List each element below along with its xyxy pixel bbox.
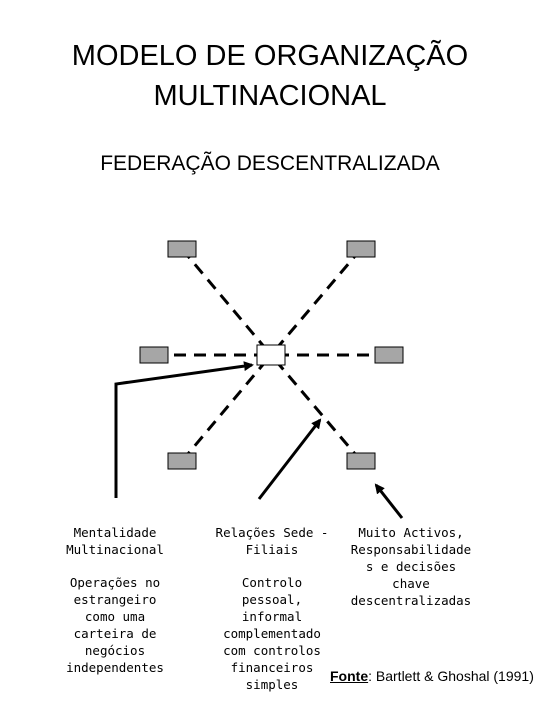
headquarters-node — [256, 344, 286, 366]
annotation-arrows — [114, 361, 404, 519]
spoke-bottom-left — [180, 354, 273, 462]
page-title: MODELO DE ORGANIZAÇÃO MULTINACIONAL — [71, 40, 469, 112]
subsidiary-node-top-left — [167, 240, 197, 258]
source-label: Fonte — [330, 668, 369, 684]
note-decentralized-decisions: Muito Activos, Responsabilidade s e deci… — [350, 525, 472, 608]
note-multinational-mindset: Mentalidade Multinacional — [66, 525, 164, 557]
spoke-bottom-right — [269, 354, 363, 462]
diagram-subtitle: FEDERAÇÃO DESCENTRALIZADA — [100, 152, 440, 175]
subsidiary-nodes — [139, 240, 404, 470]
note-hq-subsidiary-relations: Relações Sede - Filiais — [215, 525, 329, 557]
note-foreign-operations: Operações no estrangeiro como uma cartei… — [66, 575, 164, 675]
subsidiary-node-right — [374, 346, 404, 364]
arrow-right-note — [374, 483, 404, 519]
arrow-left-note — [114, 361, 254, 498]
spoke-top-right — [269, 248, 363, 356]
subsidiary-node-left — [139, 346, 169, 364]
source-citation: Fonte: Bartlett & Ghoshal (1991) — [330, 668, 534, 684]
spoke-top-left — [180, 248, 273, 356]
note-personal-control: Controlo pessoal, informal complementado… — [223, 575, 321, 692]
source-text: : Bartlett & Ghoshal (1991) — [368, 668, 534, 684]
subsidiary-node-top-right — [346, 240, 376, 258]
arrow-middle-note — [257, 418, 322, 500]
subsidiary-node-bottom-left — [167, 452, 197, 470]
subsidiary-node-bottom-right — [346, 452, 376, 470]
dashed-spokes — [154, 248, 389, 462]
